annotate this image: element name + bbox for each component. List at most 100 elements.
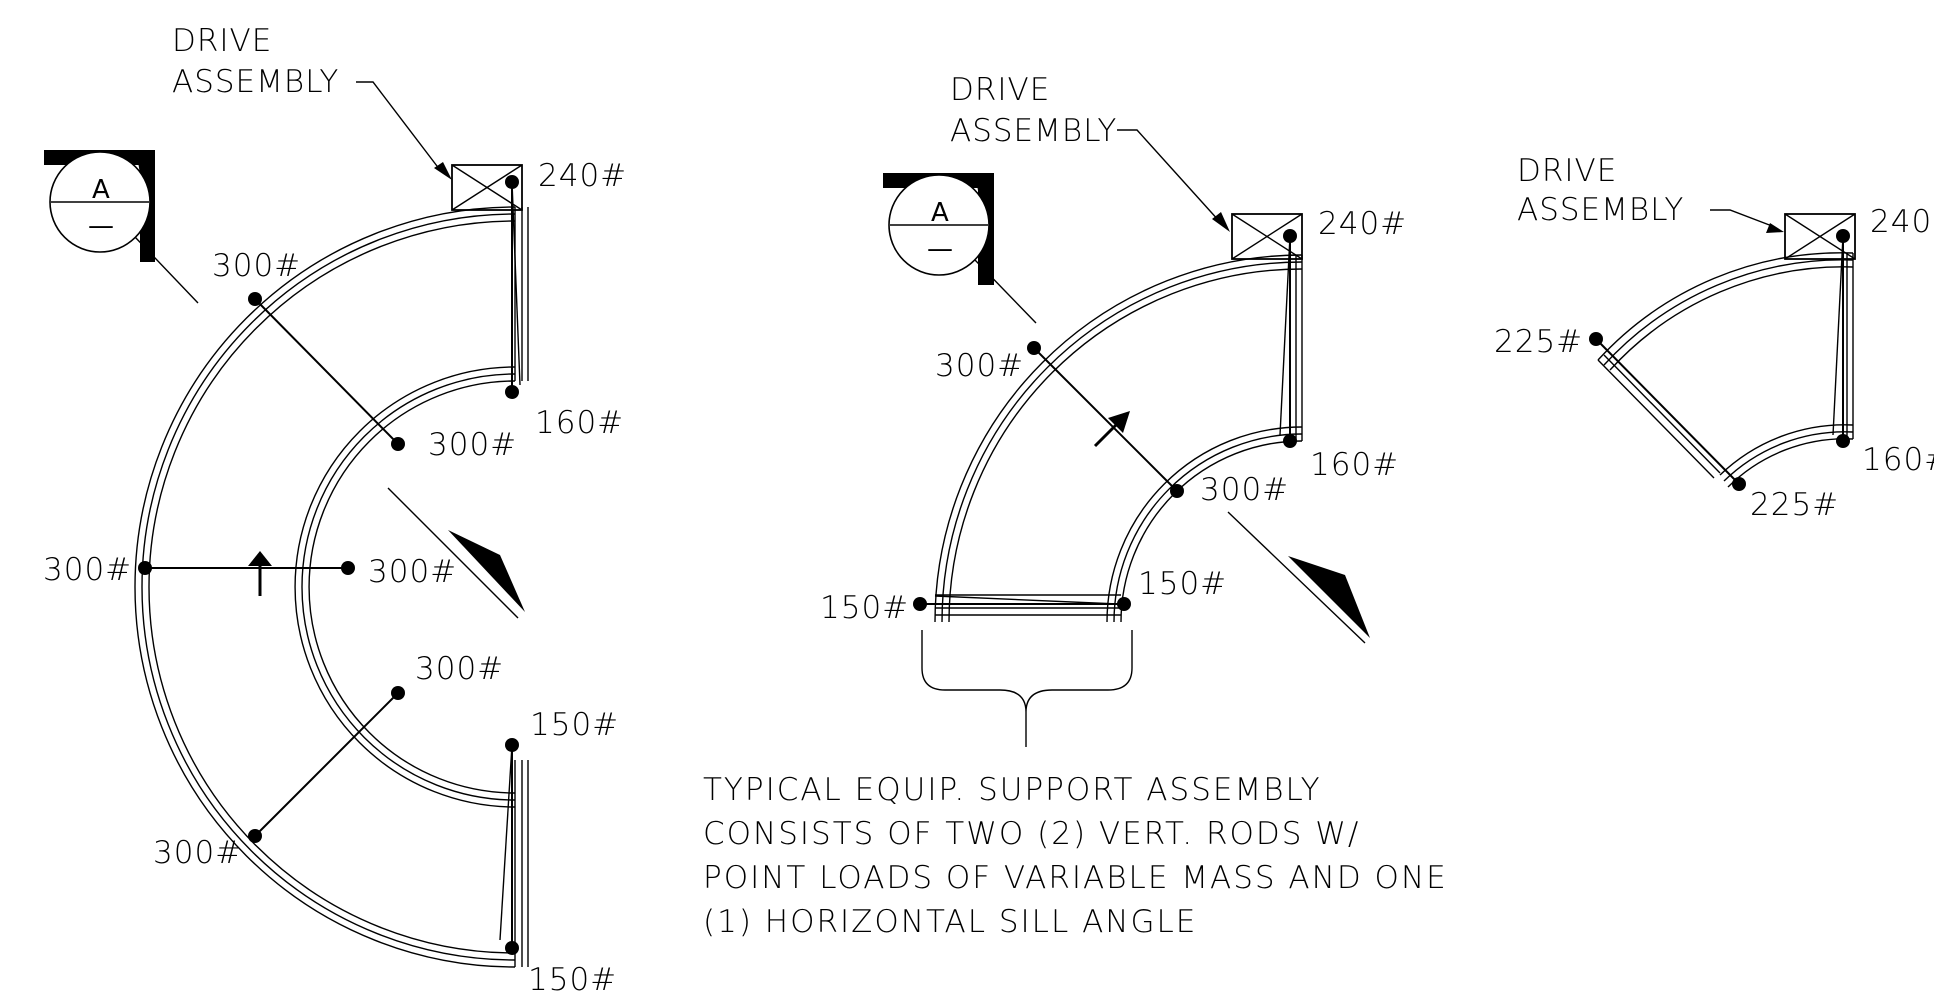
note-line-1: TYPICAL EQUIP. SUPPORT ASSEMBLY: [703, 772, 1322, 808]
mid-outer-arc-2: [941, 261, 1303, 623]
mid-load-points: [913, 229, 1297, 611]
mid-sill-right-load: 150#: [1138, 566, 1227, 602]
mid-drive-leader: [1117, 129, 1221, 223]
left-end-rod-bottom-diag: [499, 744, 513, 941]
mid-sill-diag: [934, 595, 1119, 605]
mid-sill-brace: [921, 630, 1133, 747]
right-drive-leader-arrow: [1766, 223, 1784, 233]
left-inner-arc-3: [308, 380, 516, 794]
left-plan: DRIVE ASSEMBLY 240# 160# 150# 150# 300# …: [43, 23, 627, 992]
left-section-cut-line: [134, 236, 199, 304]
mid-point-sill-right: [1117, 597, 1131, 611]
left-cut-line-lower: [387, 487, 519, 619]
left-drive-box-x2: [451, 164, 523, 211]
right-drive-box: [1784, 213, 1856, 260]
mid-section-letter: A: [931, 198, 949, 228]
mid-radial-rod: [1033, 347, 1178, 492]
general-note: TYPICAL EQUIP. SUPPORT ASSEMBLY CONSISTS…: [703, 772, 1446, 940]
right-end-rod-diag: [1832, 235, 1844, 436]
mid-section-marker: [883, 173, 1037, 324]
mid-flow-arrow-head: [1108, 411, 1130, 433]
right-rod-inner-load: 225#: [1750, 487, 1839, 523]
right-drive-load: 240#: [1870, 204, 1934, 240]
mid-point-drive: [1283, 229, 1297, 243]
right-load-points: [1589, 229, 1850, 491]
left-rod2-outer-load: 300#: [43, 552, 132, 588]
left-drive-label-line1: DRIVE: [172, 23, 272, 59]
left-section-cut-lower: [387, 487, 525, 619]
mid-drive-box-x2: [1231, 213, 1303, 260]
mid-point-end: [1283, 434, 1297, 448]
mid-section-cut-line: [974, 259, 1037, 324]
right-point-rod-outer: [1589, 332, 1603, 346]
right-end-load: 160#: [1862, 442, 1934, 478]
right-plan: DRIVE ASSEMBLY 240# 160# 225# 225#: [1494, 153, 1934, 523]
left-point-drive: [505, 175, 519, 189]
mid-cut-triangle: [1288, 556, 1370, 638]
mid-inner-arc-1: [1106, 426, 1303, 623]
left-drive-load: 240#: [538, 158, 627, 194]
mid-end-load: 160#: [1310, 447, 1399, 483]
mid-drive-load: 240#: [1318, 206, 1407, 242]
right-rod-outer-load: 225#: [1494, 324, 1583, 360]
mid-end-rod-diag: [1279, 235, 1291, 436]
left-end-bottom-lower-load: 150#: [528, 962, 617, 992]
left-end-bottom-upper-load: 150#: [530, 707, 619, 743]
right-point-end: [1836, 434, 1850, 448]
right-end-b: [1603, 354, 1721, 474]
mid-point-sill-left: [913, 597, 927, 611]
mid-drive-box: [1231, 213, 1303, 260]
mid-section-cut-lower: [1227, 511, 1370, 644]
left-rod-1: [254, 298, 399, 445]
note-line-2: CONSISTS OF TWO (2) VERT. RODS W/: [703, 816, 1360, 852]
mid-outer-arc-3: [948, 268, 1303, 623]
left-rod3-inner-load: 300#: [415, 651, 504, 687]
left-drive-box: [451, 164, 523, 211]
mid-sill-left-load: 150#: [820, 590, 909, 626]
right-point-rod-inner: [1732, 477, 1746, 491]
left-point-rod2-outer: [138, 561, 152, 575]
left-section-sheet: —: [88, 211, 114, 241]
mid-drive-leader-arrow: [1212, 212, 1230, 232]
left-inner-arc-1: [294, 366, 516, 808]
left-point-rod2-inner: [341, 561, 355, 575]
mid-drive-label-line1: DRIVE: [950, 72, 1050, 108]
left-rod2-inner-load: 300#: [368, 554, 457, 590]
right-point-drive: [1836, 229, 1850, 243]
left-point-rod1-inner: [391, 437, 405, 451]
left-flow-arrow-head: [248, 551, 272, 566]
left-inner-arc-2: [301, 373, 516, 801]
left-point-end-bottom-lower: [505, 941, 519, 955]
right-drive-leader: [1710, 209, 1773, 227]
left-rod1-outer-load: 300#: [212, 248, 301, 284]
mid-point-rod-outer: [1027, 341, 1041, 355]
right-outer-arc-1: [1597, 252, 1854, 361]
left-point-rod3-inner: [391, 686, 405, 700]
mid-section-sheet: —: [927, 234, 953, 264]
right-outer-arc-2: [1603, 259, 1854, 366]
left-drive-leader: [356, 81, 441, 171]
left-outer-arc-1: [134, 206, 516, 968]
left-cut-triangle: [448, 530, 525, 612]
left-load-points: [138, 175, 519, 955]
left-point-end-top: [505, 385, 519, 399]
right-inner-arc-1: [1719, 424, 1854, 476]
left-end-top-load: 160#: [535, 405, 624, 441]
left-section-letter: A: [92, 175, 110, 205]
left-drive-leader-arrow: [434, 162, 452, 180]
mid-inner-arc-2: [1113, 433, 1303, 623]
note-line-4: (1) HORIZONTAL SILL ANGLE: [703, 904, 1197, 940]
left-point-end-bottom-upper: [505, 738, 519, 752]
left-point-rod3-outer: [248, 829, 262, 843]
right-drive-label-line2: ASSEMBLY: [1517, 192, 1684, 228]
left-outer-arc-3: [148, 220, 516, 954]
mid-rod-inner-load: 300#: [1200, 472, 1289, 508]
left-end-rod-top-diag: [511, 181, 521, 386]
left-rod1-inner-load: 300#: [428, 427, 517, 463]
left-drive-label-line2: ASSEMBLY: [172, 64, 339, 100]
mid-point-rod-inner: [1170, 484, 1184, 498]
left-outer-arc-2: [141, 213, 516, 961]
right-end-a: [1597, 359, 1715, 479]
mid-rod-outer-load: 300#: [935, 348, 1024, 384]
